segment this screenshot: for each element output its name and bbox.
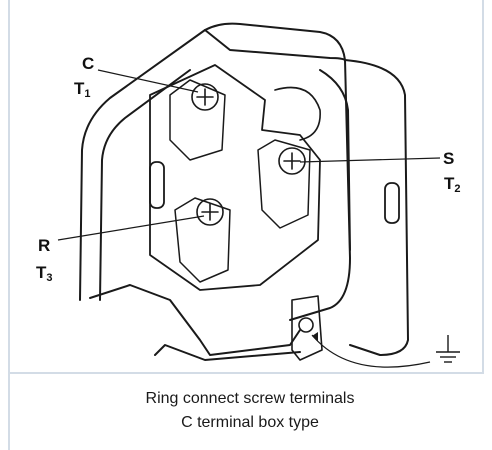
label-r-terminal: T3 <box>36 264 53 284</box>
drum-arc <box>274 86 321 141</box>
terminal-plate <box>149 64 321 291</box>
leader-s <box>299 157 441 163</box>
housing-outline <box>79 22 351 321</box>
label-r-sub: 3 <box>46 272 53 284</box>
label-s-letter: S <box>443 149 455 168</box>
screw-s <box>278 147 306 175</box>
ground-icon <box>436 335 460 363</box>
leader-c <box>97 69 199 93</box>
frame-right-border <box>482 0 484 372</box>
caption-line-1: Ring connect screw terminals <box>145 390 355 407</box>
ground-hole <box>298 317 314 333</box>
leader-ground <box>311 334 431 368</box>
left-slot <box>149 161 165 209</box>
label-r-letter: R <box>38 236 51 255</box>
label-s-terminal: T2 <box>444 175 461 195</box>
screw-c <box>191 83 219 111</box>
label-s-t: T <box>444 174 455 193</box>
label-c-sub: 1 <box>84 88 91 100</box>
housing-inner-left <box>99 69 191 301</box>
right-cap <box>319 69 351 251</box>
label-r-t: T <box>36 263 47 282</box>
side-slot <box>384 182 400 224</box>
label-s-sub: 2 <box>454 183 461 195</box>
screw-r <box>196 198 224 226</box>
housing-top-rim <box>204 29 346 61</box>
bottom-flange <box>89 284 301 356</box>
right-body <box>344 59 409 356</box>
ground-tab <box>291 295 323 361</box>
label-c-letter: C <box>82 54 95 73</box>
bottom-lip <box>154 344 301 361</box>
label-c-terminal: T1 <box>74 80 91 100</box>
ground-arrow-icon <box>312 332 318 342</box>
leader-r <box>57 215 205 241</box>
frame-left-border <box>8 0 10 450</box>
caption-line-2: C terminal box type <box>181 414 319 431</box>
terminal-r-body <box>174 197 231 283</box>
terminal-c-body <box>169 79 226 161</box>
terminal-s-body <box>257 139 311 229</box>
frame-divider <box>8 372 484 374</box>
label-c-t: T <box>74 79 85 98</box>
